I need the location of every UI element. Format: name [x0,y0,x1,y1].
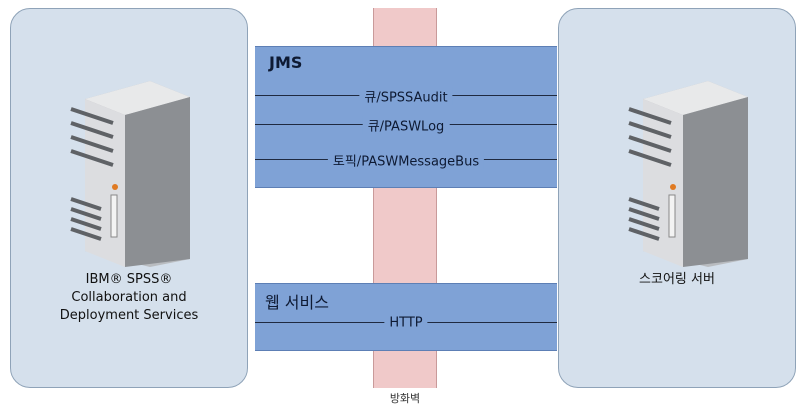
jms-channel-messagebus: 토픽/PASWMessageBus [255,150,557,170]
channel-label: 큐/PASWLog [362,115,450,135]
collaboration-server-node: IBM® SPSS® Collaboration and Deployment … [10,8,248,388]
server-icon [623,69,753,273]
channel-label: HTTP [384,315,428,331]
scoring-server-node: 스코어링 서버 [558,8,796,388]
channel-label: 큐/SPSSAudit [359,86,453,106]
right-node-label: 스코어링 서버 [639,272,715,287]
jms-channel-log: 큐/PASWLog [255,115,557,135]
left-node-label: IBM® SPSS® Collaboration and Deployment … [59,272,199,323]
web-services-channel-http: HTTP [255,315,557,331]
jms-title: JMS [269,53,303,72]
firewall-label: 방화벽 [389,392,421,405]
web-services-title: 웹 서비스 [265,293,329,312]
channel-label: 토픽/PASWMessageBus [327,150,485,170]
jms-channel-audit: 큐/SPSSAudit [255,86,557,106]
web-services-band: 웹 서비스 HTTP [255,283,557,351]
server-icon [65,69,195,273]
jms-band: JMS 큐/SPSSAudit 큐/PASWLog 토픽/PASWMessage… [255,46,557,188]
